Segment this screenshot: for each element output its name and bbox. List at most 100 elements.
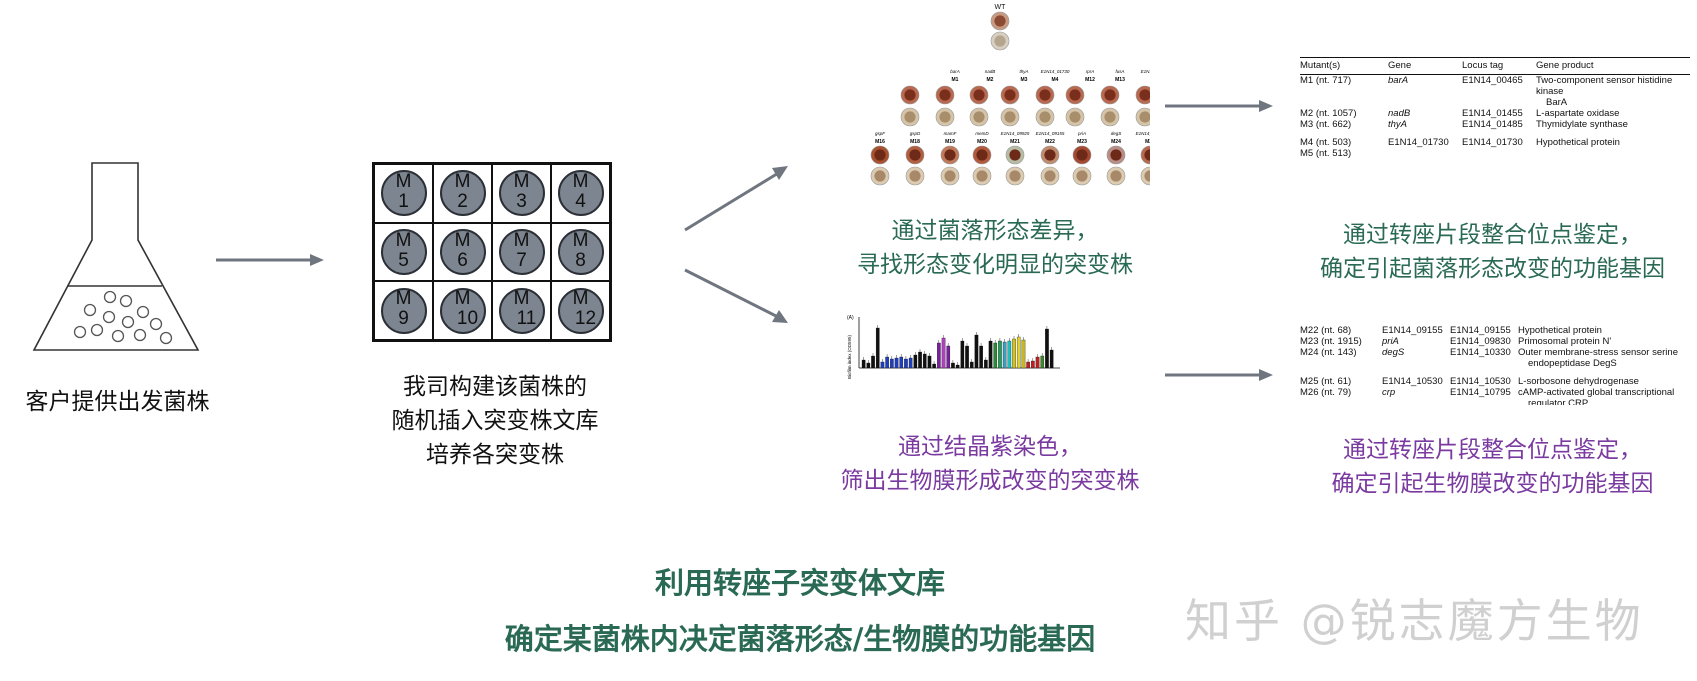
colony-top-center [1069, 89, 1081, 101]
colony-top-center [973, 89, 985, 101]
colony-bottom-center [1004, 111, 1016, 123]
colony-top-center [1104, 89, 1116, 101]
colony-mutant-label: M18 [910, 139, 920, 145]
header-gene: Gene [1388, 57, 1462, 75]
table1-caption: 通过转座片段整合位点鉴定， 确定引起菌落形态改变的功能基因 [1290, 218, 1695, 286]
locus-cell-text: E1N14_00465 [1462, 75, 1523, 86]
mutant-cell-text: M5 (nt. 513) [1300, 148, 1352, 159]
colony-bottom-center [1144, 170, 1150, 182]
colony-top-center [1076, 149, 1088, 161]
biofilm-bar [1045, 328, 1049, 369]
mutant-cell-text: M1 (nt. 717) [1300, 75, 1352, 86]
locus-cell-text: E1N14_01455 [1462, 108, 1523, 119]
well-label-letter: M [513, 288, 530, 310]
mutant-cell: M3 (nt. 662) [1300, 119, 1388, 130]
well-label-number: 11 [516, 308, 537, 330]
mutant-cell-text: M25 (nt. 61) [1300, 376, 1352, 387]
gene-cell: crp [1382, 387, 1450, 405]
colony-caption: 通过菌落形态差异， 寻找形态变化明显的突变株 [830, 214, 1160, 282]
colony-top-center [1039, 89, 1051, 101]
gene-cell: degS [1382, 347, 1450, 369]
product-cell: Primosomal protein N' [1518, 336, 1690, 347]
mutant-cell: M24 (nt. 143) [1300, 347, 1382, 369]
gene-cell: thyA [1388, 119, 1462, 130]
colony-gene-label: nadB [985, 69, 996, 74]
colony-gene-label: priA [1077, 131, 1086, 136]
colony-bottom-center [1139, 111, 1150, 123]
colony-top-center [1009, 149, 1021, 161]
locus-cell-text: E1N14_01730 [1462, 137, 1523, 148]
biofilm-bar [894, 357, 899, 369]
product-cell [1536, 148, 1690, 159]
mutant-cell-text: M2 (nt. 1057) [1300, 108, 1357, 119]
colony-gene-label: E1N14_03680 [1141, 69, 1150, 74]
colony-mutant-label: M2 [987, 77, 994, 83]
colony-gene-label: E1N14_09925 [1001, 131, 1030, 136]
colony-mutant-label: M23 [1077, 139, 1087, 145]
colony-gene-label: mamF [944, 131, 957, 136]
table2-caption-line2: 确定引起生物膜改变的功能基因 [1331, 471, 1654, 497]
well-label-number: 8 [575, 249, 586, 271]
product-cell-text: Outer membrane-stress sensor serine [1518, 347, 1678, 358]
product-cell-text: Primosomal protein N' [1518, 336, 1612, 347]
product-cell-cont: endopeptidase DegS [1528, 358, 1617, 369]
colony-mutant-label: M13 [1115, 77, 1125, 83]
colony-bottom-center [944, 170, 956, 182]
colony-gene-label: rprA [1086, 69, 1095, 74]
library-caption-line2: 随机插入突变株文库 [391, 408, 599, 434]
mutant-cell-text: M24 (nt. 143) [1300, 347, 1357, 358]
colony-top-center [1004, 89, 1016, 101]
biofilm-bar [998, 340, 1002, 369]
locus-cell: E1N14_01455 [1462, 108, 1536, 119]
biofilm-bar [899, 356, 904, 369]
colony-bottom-center [939, 111, 951, 123]
locus-cell: E1N14_01730 [1462, 137, 1536, 148]
gene-cell-text: E1N14_09155 [1382, 325, 1443, 336]
mutant-cell: M5 (nt. 513) [1300, 148, 1388, 159]
gene-cell-text: E1N14_10530 [1382, 376, 1443, 387]
gene-cell-text: E1N14_01730 [1388, 137, 1449, 148]
arrow-right-icon [1165, 100, 1273, 112]
biofilm-caption-line1: 通过结晶紫染色， [898, 434, 1082, 460]
biofilm-caption: 通过结晶紫染色， 筛出生物膜形成改变的突变株 [820, 430, 1160, 498]
biofilm-bar [908, 357, 913, 369]
mutant-cell: M2 (nt. 1057) [1300, 108, 1388, 119]
biofilm-panel-label: (A) [847, 315, 854, 321]
colony-bottom-center [1044, 170, 1056, 182]
colony-gene-label: memD [975, 131, 989, 136]
biofilm-bar [1040, 355, 1045, 369]
mutant-colony-circle [439, 287, 486, 334]
watermark: 知乎 @锐志魔方生物 [1185, 594, 1644, 648]
table1-caption-line1: 通过转座片段整合位点鉴定， [1343, 222, 1642, 248]
well-label-number: 9 [398, 308, 409, 330]
colony-images: barAM1nadBM2thyAM3E1N14_01730M4rprAM12fu… [870, 11, 1150, 186]
mutant-cell: M26 (nt. 79) [1300, 387, 1382, 405]
well-label-number: 2 [457, 191, 468, 212]
locus-cell-text: E1N14_09155 [1450, 325, 1511, 336]
well-label-letter: M [513, 229, 530, 251]
biofilm-bar [922, 353, 927, 369]
mutant-colony-circle [498, 228, 545, 275]
mutant-colony-circle [380, 287, 427, 334]
